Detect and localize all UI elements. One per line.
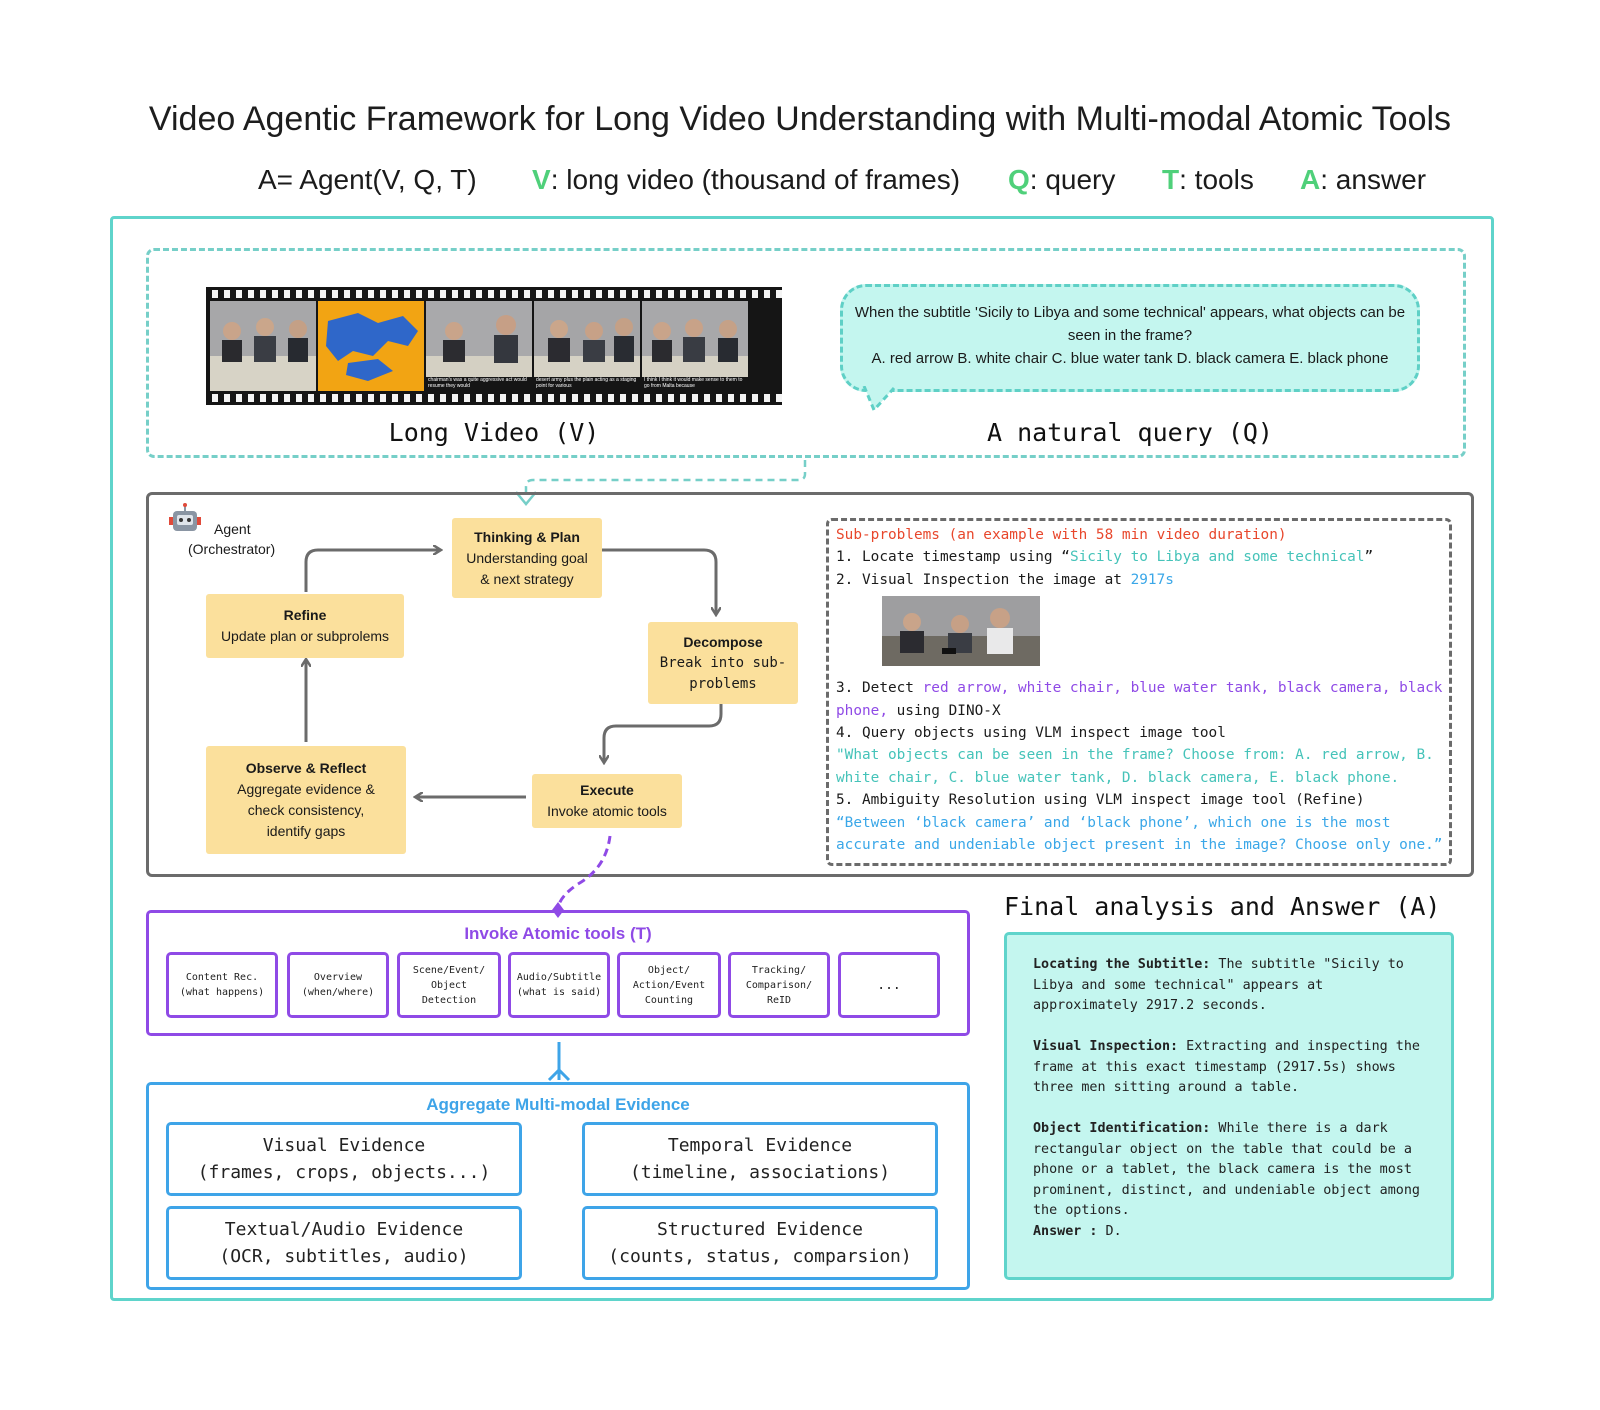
agent-formula: A= Agent(V, Q, T) bbox=[258, 164, 477, 195]
subproblem-5-query-1: “Between ‘black camera’ and ‘black phone… bbox=[836, 814, 1391, 831]
video-frame-4: desert army plus the plain acting as a s… bbox=[534, 301, 640, 391]
video-frame-5: I think I think it would make sense to t… bbox=[642, 301, 748, 391]
subproblem-4-query-2: white chair, C. blue water tank, D. blac… bbox=[836, 769, 1400, 786]
subproblems-text: Sub-problems (an example with 58 min vid… bbox=[836, 524, 1446, 856]
legend-answer: A: answer bbox=[1300, 164, 1427, 195]
evidence-panel bbox=[146, 1082, 970, 1290]
frame-subtitle-3: chairman's was a quite aggressive act wo… bbox=[428, 377, 527, 389]
node-execute: Execute Invoke atomic tools bbox=[532, 774, 682, 828]
tool-tracking[interactable]: Tracking/Comparison/ReID bbox=[728, 952, 830, 1018]
video-frame-map bbox=[318, 301, 424, 391]
video-frame-1 bbox=[210, 301, 316, 391]
subproblem-3-cont: phone, using DINO-X bbox=[836, 702, 1001, 719]
query-text-options: A. red arrow B. white chair C. blue wate… bbox=[871, 350, 1389, 367]
subproblems-header: Sub-problems (an example with 58 min vid… bbox=[836, 527, 1287, 543]
bubble-tail bbox=[862, 386, 896, 413]
final-subtitle-paragraph: Locating the Subtitle: The subtitle "Sic… bbox=[1033, 957, 1404, 1013]
tools-title: Invoke Atomic tools (T) bbox=[464, 924, 652, 943]
subproblem-3: 3. Detect red arrow, white chair, blue w… bbox=[836, 680, 1443, 697]
node-decompose: Decompose Break into sub- problems bbox=[648, 622, 798, 704]
subproblem-2: 2. Visual Inspection the image at 2917s bbox=[836, 571, 1174, 588]
tool-overview[interactable]: Overview(when/where) bbox=[287, 952, 389, 1018]
video-caption: Long Video (V) bbox=[388, 418, 600, 447]
tool-audio-subtitle[interactable]: Audio/Subtitle(what is said) bbox=[508, 952, 610, 1018]
video-frame-3: chairman's was a quite aggressive act wo… bbox=[426, 301, 532, 391]
final-answer-panel: Locating the Subtitle: The subtitle "Sic… bbox=[1004, 932, 1454, 1280]
temporal-evidence: Temporal Evidence(timeline, associations… bbox=[582, 1122, 938, 1196]
page-title: Video Agentic Framework for Long Video U… bbox=[148, 100, 1452, 138]
final-answer-line: Answer : D. bbox=[1033, 1223, 1122, 1239]
textual-audio-evidence: Textual/Audio Evidence(OCR, subtitles, a… bbox=[166, 1206, 522, 1280]
agent-section bbox=[146, 492, 1474, 877]
query-text-question: When the subtitle 'Sicily to Libya and s… bbox=[854, 304, 1406, 344]
inspected-frame-thumbnail bbox=[882, 596, 1040, 666]
node-observe-reflect: Observe & Reflect Aggregate evidence & c… bbox=[206, 746, 406, 854]
subproblem-4-query-1: "What objects can be seen in the frame? … bbox=[836, 747, 1434, 764]
node-refine: Refine Update plan or subprolems bbox=[206, 594, 404, 658]
subproblems-panel bbox=[826, 518, 1452, 866]
legend-query: Q: query bbox=[1008, 164, 1116, 195]
legend-video: V: long video (thousand of frames) bbox=[532, 164, 961, 195]
input-section bbox=[146, 248, 1466, 458]
final-identification-paragraph: Object Identification: While there is a … bbox=[1033, 1121, 1420, 1218]
input-to-agent-connector bbox=[515, 460, 807, 506]
structured-evidence: Structured Evidence(counts, status, comp… bbox=[582, 1206, 938, 1280]
node-thinking-plan: Thinking & Plan Understanding goal & nex… bbox=[452, 518, 602, 598]
video-filmstrip: chairman's was a quite aggressive act wo… bbox=[206, 287, 782, 405]
robot-icon bbox=[169, 503, 201, 531]
legend-tools: T: tools bbox=[1162, 164, 1254, 195]
tools-to-evidence-connector bbox=[547, 1042, 571, 1082]
subproblem-5: 5. Ambiguity Resolution using VLM inspec… bbox=[836, 792, 1365, 809]
execute-to-tools-connector bbox=[552, 835, 612, 918]
subproblem-1: 1. Locate timestamp using “Sicily to Lib… bbox=[836, 549, 1374, 566]
final-answer-title: Final analysis and Answer (A) bbox=[1004, 892, 1441, 921]
agent-flow-arrows bbox=[146, 492, 723, 877]
frame-subtitle-4: desert army plus the plain acting as a s… bbox=[536, 377, 637, 389]
framework-outer-frame bbox=[110, 216, 1494, 1301]
evidence-title: Aggregate Multi-modal Evidence bbox=[426, 1095, 690, 1114]
frame-subtitle-5: I think I think it would make sense to t… bbox=[644, 377, 743, 389]
query-bubble: When the subtitle 'Sicily to Libya and s… bbox=[840, 284, 1420, 392]
final-inspection-paragraph: Visual Inspection: Extracting and inspec… bbox=[1033, 1039, 1420, 1095]
query-caption: A natural query (Q) bbox=[987, 418, 1273, 447]
agent-label: Agent bbox=[214, 521, 251, 537]
subproblem-4: 4. Query objects using VLM inspect image… bbox=[836, 725, 1226, 742]
agent-sublabel: (Orchestrator) bbox=[188, 541, 276, 557]
atomic-tools-panel bbox=[146, 910, 970, 1036]
tool-content-recognition[interactable]: Content Rec.(what happens) bbox=[166, 952, 278, 1018]
subproblem-5-query-2: accurate and undeniable object present i… bbox=[836, 837, 1443, 854]
formula-row: A= Agent(V, Q, T) V: long video (thousan… bbox=[0, 164, 1600, 204]
tool-more[interactable]: ... bbox=[838, 952, 940, 1018]
visual-evidence: Visual Evidence(frames, crops, objects..… bbox=[166, 1122, 522, 1196]
